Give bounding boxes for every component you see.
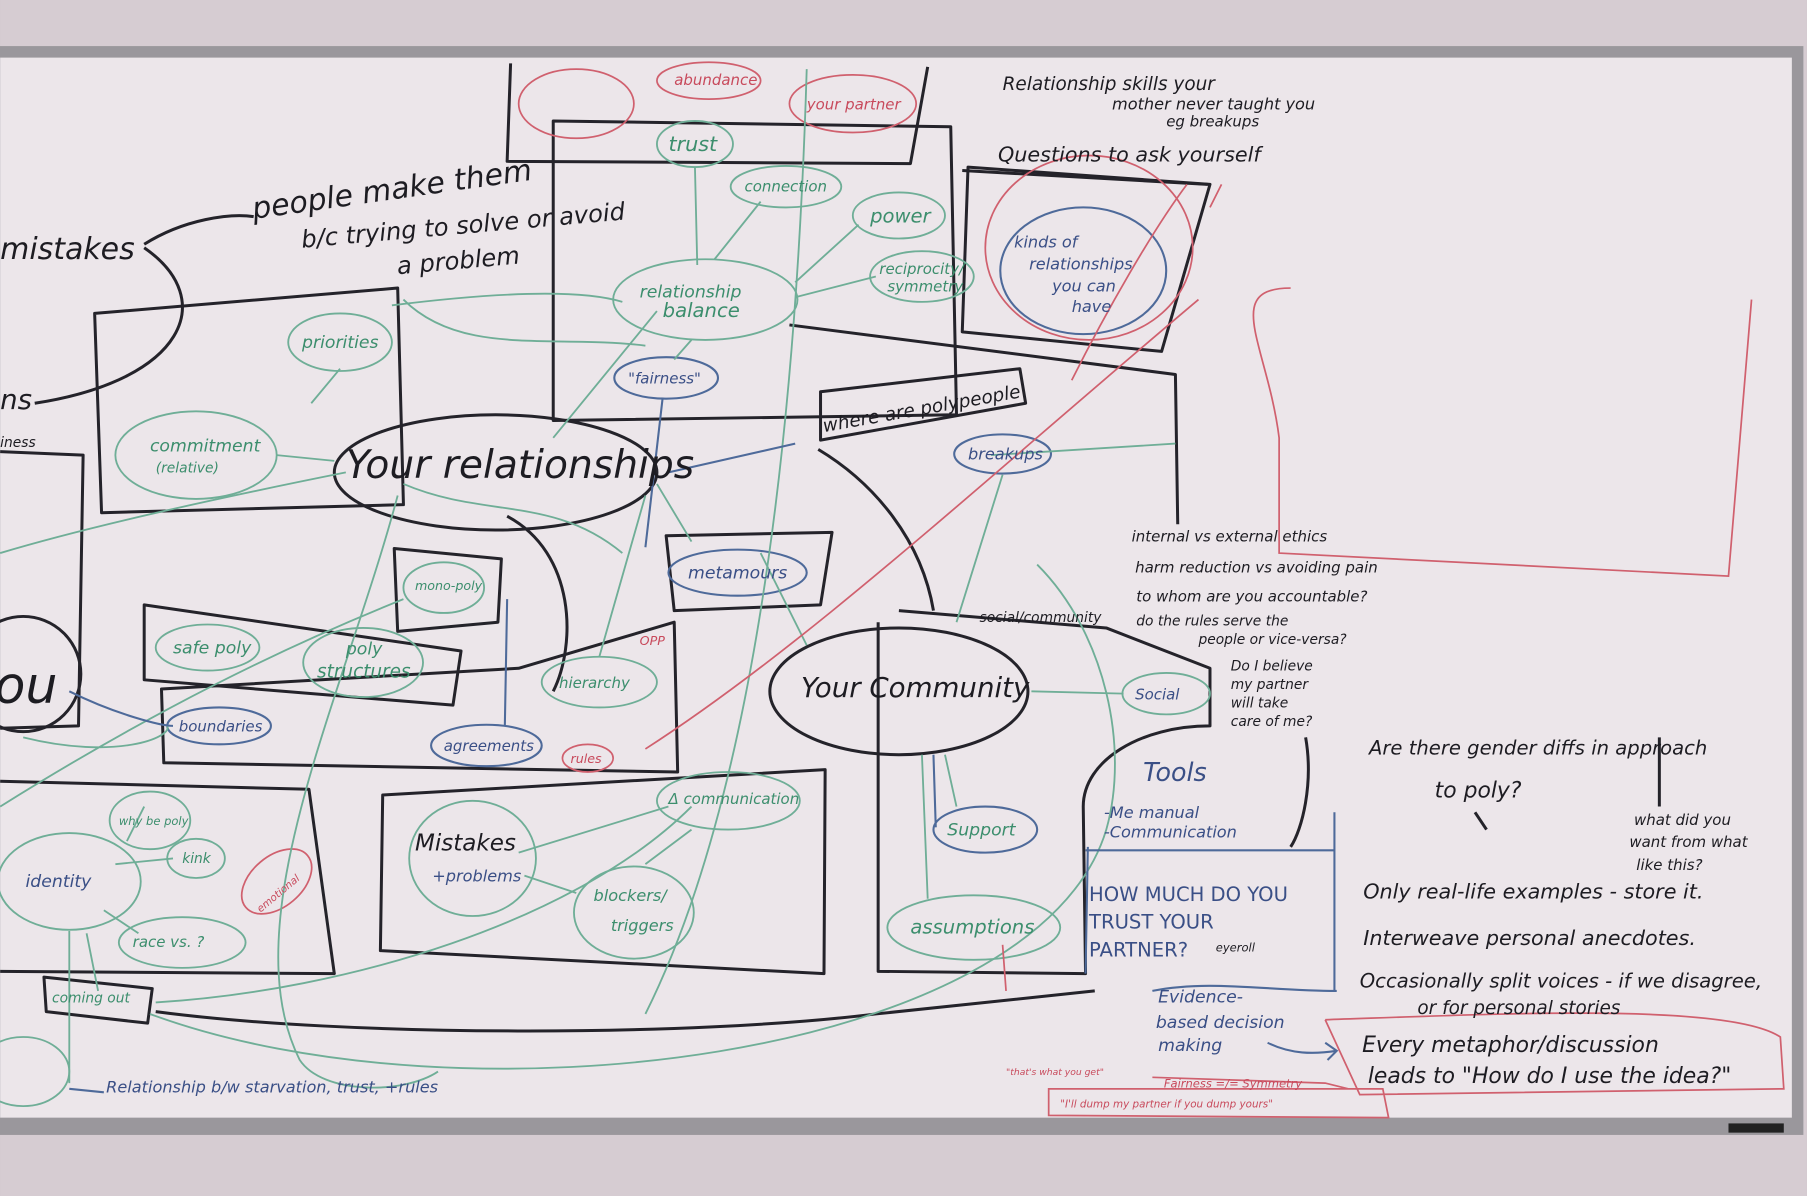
- trust-label: trust: [668, 132, 718, 156]
- note-split-1: Occasionally split voices - if we disagr…: [1360, 969, 1762, 992]
- ethics-question: internal vs external ethics: [1132, 528, 1328, 546]
- relationship-btw-label: Relationship b/w starvation, trust, +rul…: [106, 1077, 439, 1096]
- kinds-label-3: you can: [1051, 277, 1116, 296]
- thats-what-quote: "that's what you get": [1006, 1067, 1104, 1078]
- believe-question-2: my partner: [1231, 677, 1310, 693]
- fairness-symmetry-label: Fairness =/= Symmetry: [1164, 1077, 1302, 1091]
- marker-tray: [1728, 1123, 1784, 1133]
- mistakes-node: [408, 799, 537, 917]
- power-label: power: [869, 204, 932, 227]
- change-communication-label: Δ communication: [667, 790, 799, 808]
- accountable-question: to whom are you accountable?: [1136, 587, 1367, 605]
- kinds-label-4: have: [1072, 297, 1112, 316]
- identity-label: identity: [26, 872, 93, 892]
- your-community-node: [768, 626, 1030, 757]
- evidence-label-1: Evidence-: [1158, 987, 1243, 1007]
- kinds-label-1: kinds of: [1014, 233, 1080, 252]
- want-question-3: like this?: [1636, 856, 1702, 874]
- want-question-1: what did you: [1634, 811, 1731, 829]
- evidence-label-3: making: [1158, 1036, 1222, 1056]
- kinds-label-2: relationships: [1029, 255, 1133, 274]
- me-manual-item: -Me manual: [1104, 803, 1200, 822]
- note-interweave: Interweave personal anecdotes.: [1363, 926, 1696, 950]
- metamours-label: metamours: [688, 563, 787, 583]
- mono-poly-label: mono-poly: [415, 578, 483, 593]
- rules-serve-question-2: people or vice-versa?: [1197, 632, 1347, 648]
- coming-out-label: coming out: [52, 990, 130, 1006]
- commitment-label: commitment: [150, 437, 262, 457]
- agreements-label: agreements: [444, 737, 534, 755]
- problems-label: +problems: [432, 866, 522, 885]
- why-poly-label: why be poly: [119, 814, 189, 828]
- rules-serve-question-1: do the rules serve the: [1136, 614, 1288, 630]
- skills-label-2: mother never taught you: [1112, 94, 1315, 113]
- hierarchy-label: hierarchy: [559, 674, 631, 692]
- trust-question-2: TRUST YOUR: [1088, 911, 1214, 934]
- social-label: Social: [1135, 685, 1180, 703]
- mistakes-node-label: Mistakes: [415, 830, 516, 856]
- you-label: ou: [0, 656, 58, 715]
- want-question-2: want from what: [1629, 833, 1748, 851]
- boundaries-label: boundaries: [179, 718, 263, 736]
- main-nodes: [0, 413, 1030, 917]
- questions-heading: Questions to ask yourself: [998, 142, 1263, 166]
- your-relationships-label: Your relationships: [346, 443, 694, 488]
- black-boxes: [0, 63, 1310, 1033]
- symmetry-label: symmetry: [887, 278, 964, 296]
- commitment-relative-label: (relative): [156, 460, 219, 476]
- eyeroll-label: eyeroll: [1216, 941, 1256, 955]
- you-node: [0, 614, 83, 734]
- connectors: [0, 61, 1785, 1119]
- triggers-label: triggers: [611, 916, 674, 935]
- ns-label: ns: [0, 383, 32, 416]
- opp-label: OPP: [640, 633, 666, 648]
- reciprocity-label: reciprocity/: [879, 260, 966, 278]
- kink-label: kink: [182, 851, 212, 867]
- note-real-life: Only real-life examples - store it.: [1363, 880, 1703, 904]
- poly-structures-label-2: structures: [317, 662, 411, 683]
- assumptions-label: assumptions: [910, 915, 1034, 938]
- evidence-label-2: based decision: [1156, 1013, 1285, 1033]
- fairness-label: "fairness": [628, 370, 701, 388]
- safe-poly-label: safe poly: [173, 638, 252, 658]
- tools-heading: Tools: [1143, 757, 1207, 787]
- poly-structures-label-1: poly: [345, 639, 383, 659]
- priorities-label: priorities: [301, 333, 379, 353]
- mistakes-label: mistakes: [0, 232, 135, 267]
- note-metaphor-2: leads to "How do I use the idea?": [1368, 1064, 1731, 1089]
- connection-label: connection: [744, 177, 826, 195]
- gender-question-2: to poly?: [1435, 778, 1522, 803]
- race-label: race vs. ?: [133, 933, 205, 951]
- note-split-2: or for personal stories: [1417, 998, 1620, 1019]
- your-partner-label: your partner: [806, 95, 902, 113]
- dump-quote: "I'll dump my partner if you dump yours": [1060, 1098, 1273, 1110]
- believe-question-4: care of me?: [1231, 714, 1313, 730]
- your-community-label: Your Community: [801, 671, 1030, 704]
- believe-question-1: Do I believe: [1231, 659, 1313, 675]
- note-metaphor-1: Every metaphor/discussion: [1362, 1033, 1659, 1058]
- skills-label-1: Relationship skills your: [1003, 74, 1217, 95]
- rules-label: rules: [571, 751, 603, 766]
- skills-label-3: eg breakups: [1166, 113, 1259, 131]
- social-community-label: social/community: [980, 610, 1103, 626]
- breakups-label: breakups: [968, 445, 1043, 464]
- believe-question-3: will take: [1231, 695, 1289, 711]
- harm-question: harm reduction vs avoiding pain: [1135, 559, 1378, 577]
- abundance-label: abundance: [674, 71, 757, 89]
- your-relationships-node: [332, 413, 659, 532]
- communication-item: -Communication: [1104, 823, 1237, 842]
- support-label: Support: [947, 820, 1016, 840]
- gender-question-1: Are there gender diffs in approach: [1367, 737, 1707, 760]
- relationship-balance-label-1: relationship: [640, 282, 742, 302]
- iness-label: iness: [0, 435, 35, 451]
- relationship-balance-label-2: balance: [663, 299, 740, 322]
- trust-question-3: PARTNER?: [1089, 938, 1188, 961]
- blockers-label: blockers/: [594, 886, 669, 905]
- trust-question-1: HOW MUCH DO YOU: [1089, 883, 1288, 906]
